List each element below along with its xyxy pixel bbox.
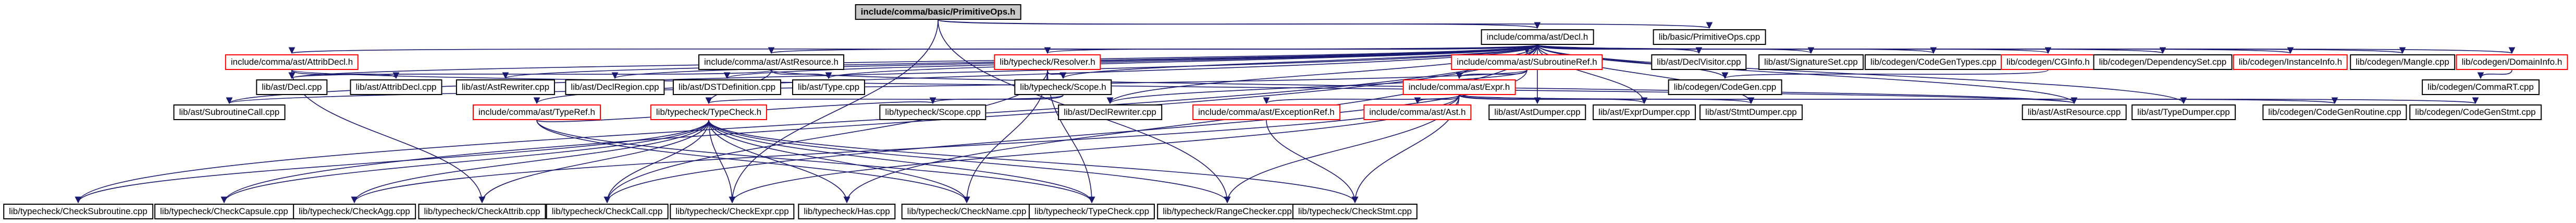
graph-node-subroutinecall_cpp[interactable]: lib/ast/SubroutineCall.cpp — [173, 104, 286, 120]
graph-edge-resolver_h--scope_h — [1047, 69, 1067, 79]
graph-node-primops_cpp[interactable]: lib/basic/PrimitiveOps.cpp — [1653, 29, 1766, 45]
graph-edge-decl_h--dstdefinition_cpp — [724, 44, 1538, 79]
graph-node-astresource_cpp[interactable]: lib/ast/AstResource.cpp — [2022, 104, 2127, 120]
graph-edge-decl_h--type_cpp — [825, 44, 1538, 79]
graph-edge-decl_h--domaininfo_h — [1537, 44, 2515, 54]
graph-edge-typecheck_h--checkcall_cpp — [603, 120, 709, 204]
graph-node-checkattrib_cpp[interactable]: lib/typecheck/CheckAttrib.cpp — [418, 204, 546, 219]
graph-edge-decl_h--exprdumper_cpp — [1537, 44, 1648, 104]
graph-edge-expr_h--codegenstmt_cpp — [1459, 95, 2479, 104]
graph-edge-scope_h--typecheck_h — [706, 95, 1064, 104]
graph-node-astresource_h[interactable]: include/comma/ast/AstResource.h — [698, 54, 844, 70]
graph-node-scope_h[interactable]: lib/typecheck/Scope.h — [1014, 79, 1112, 95]
graph-edge-exceptionref_h--checkstmt_cpp — [1266, 120, 1359, 204]
graph-edge-subroutineref_h--subroutinecall_cpp — [226, 69, 1527, 104]
graph-edge-typecheck_h--checkattrib_cpp — [478, 120, 709, 204]
graph-node-type_cpp[interactable]: lib/ast/Type.cpp — [792, 79, 866, 95]
graph-edge-expr_h--ast_h — [1414, 95, 1460, 104]
graph-node-declvisitor_cpp[interactable]: lib/ast/DeclVisitor.cpp — [1651, 54, 1747, 70]
graph-node-dependencyset_cpp[interactable]: lib/codegen/DependencySet.cpp — [2093, 54, 2233, 70]
graph-node-checkname_cpp[interactable]: lib/typecheck/CheckName.cpp — [901, 204, 1032, 219]
graph-node-checkcapsule_cpp[interactable]: lib/typecheck/CheckCapsule.cpp — [154, 204, 294, 219]
graph-edge-decl_h--checksubroutine_cpp — [75, 44, 1538, 204]
graph-edge-domaininfo_h--commart_cpp — [2477, 69, 2512, 79]
graph-node-instanceinfo_h[interactable]: lib/codegen/InstanceInfo.h — [2233, 54, 2348, 70]
graph-edge-primops_h--checkexpr_cpp — [729, 19, 939, 204]
graph-node-primops_h[interactable]: include/comma/basic/PrimitiveOps.h — [855, 4, 1021, 20]
graph-edge-subroutineref_h--declrewriter_cpp — [1106, 69, 1527, 104]
graph-node-ast_h[interactable]: include/comma/ast/Ast.h — [1363, 104, 1472, 120]
graph-node-astdumper_cpp[interactable]: lib/ast/AstDumper.cpp — [1488, 104, 1586, 120]
graph-node-decl_cpp[interactable]: lib/ast/Decl.cpp — [256, 79, 328, 95]
graph-node-mangle_cpp[interactable]: lib/codegen/Mangle.cpp — [2350, 54, 2455, 70]
graph-edge-typecheck_h--has_cpp — [708, 120, 851, 204]
graph-edge-typecheck_h--typecheck_cpp — [708, 120, 1095, 204]
graph-node-typecheck_cpp[interactable]: lib/typecheck/TypeCheck.cpp — [1028, 204, 1155, 219]
graph-edge-decl_h--has_cpp — [843, 44, 1538, 204]
graph-edge-typecheck_h--checkagg_cpp — [351, 120, 709, 204]
graph-node-codegenroutine_cpp[interactable]: lib/codegen/CodeGenRoutine.cpp — [2262, 104, 2407, 120]
graph-node-declregion_cpp[interactable]: lib/ast/DeclRegion.cpp — [565, 79, 665, 95]
graph-node-typedumper_cpp[interactable]: lib/ast/TypeDumper.cpp — [2131, 104, 2236, 120]
graph-edge-expr_h--exceptionref_h — [1263, 95, 1460, 104]
graph-edge-decl_h--decl_cpp — [289, 44, 1538, 79]
graph-edge-cginfo_h--codegen_cpp — [1722, 69, 2049, 79]
graph-node-codegenstmt_cpp[interactable]: lib/codegen/CodeGenStmt.cpp — [2409, 104, 2542, 120]
graph-node-domaininfo_h[interactable]: lib/codegen/DomainInfo.h — [2456, 54, 2568, 70]
graph-node-checkcall_cpp[interactable]: lib/typecheck/CheckCall.cpp — [546, 204, 669, 219]
graph-edge-primops_h--primops_cpp — [938, 19, 1712, 29]
graph-edge-typecheck_h--checkcapsule_cpp — [220, 120, 709, 204]
graph-node-expr_h[interactable]: include/comma/ast/Expr.h — [1402, 79, 1516, 95]
graph-edge-astresource_h--type_cpp — [771, 69, 832, 79]
graph-edge-typecheck_h--checkexpr_cpp — [708, 120, 736, 204]
graph-node-checkstmt_cpp[interactable]: lib/typecheck/CheckStmt.cpp — [1292, 204, 1418, 219]
graph-edge-typecheck_h--checksubroutine_cpp — [75, 120, 709, 204]
graph-node-astrewriter_cpp[interactable]: lib/ast/AstRewriter.cpp — [455, 79, 556, 95]
graph-node-subroutineref_h[interactable]: include/comma/ast/SubroutineRef.h — [1451, 54, 1603, 70]
graph-node-typeref_h[interactable]: include/comma/ast/TypeRef.h — [473, 104, 601, 120]
graph-edge-typeref_h--checkname_cpp — [536, 120, 970, 204]
graph-node-exprdumper_cpp[interactable]: lib/ast/ExprDumper.cpp — [1593, 104, 1696, 120]
graph-node-checkagg_cpp[interactable]: lib/typecheck/CheckAgg.cpp — [293, 204, 416, 219]
graph-node-signatureset_cpp[interactable]: lib/ast/SignatureSet.cpp — [1758, 54, 1864, 70]
graph-node-codegen_cpp[interactable]: lib/codegen/CodeGen.cpp — [1668, 79, 1782, 95]
graph-node-typecheck_h[interactable]: lib/typecheck/TypeCheck.h — [650, 104, 768, 120]
graph-node-exceptionref_h[interactable]: include/comma/ast/ExceptionRef.h — [1192, 104, 1340, 120]
graph-node-resolver_h[interactable]: lib/typecheck/Resolver.h — [994, 54, 1101, 70]
graph-node-stmtdumper_cpp[interactable]: lib/ast/StmtDumper.cpp — [1699, 104, 1803, 120]
graph-edge-typeref_h--typecheck_cpp — [536, 120, 1095, 204]
graph-node-rangechecker_cpp[interactable]: lib/typecheck/RangeChecker.cpp — [1157, 204, 1298, 219]
graph-edge-attribdecl_h--astresource_cpp — [291, 69, 2077, 104]
graph-node-checksubroutine_cpp[interactable]: lib/typecheck/CheckSubroutine.cpp — [3, 204, 153, 219]
graph-edge-decl_h--resolver_h — [1044, 44, 1538, 54]
graph-node-declrewriter_cpp[interactable]: lib/ast/DeclRewriter.cpp — [1058, 104, 1162, 120]
graph-node-decl_h[interactable]: include/comma/ast/Decl.h — [1481, 29, 1594, 45]
graph-edge-typecheck_h--rangechecker_cpp — [708, 120, 1231, 204]
graph-node-attribdecl_h[interactable]: include/comma/ast/AttribDecl.h — [225, 54, 359, 70]
graph-edge-typecheck_h--checkstmt_cpp — [708, 120, 1359, 204]
graph-edge-typecheck_h--checkname_cpp — [708, 120, 970, 204]
graph-node-scope_cpp[interactable]: lib/typecheck/Scope.cpp — [879, 104, 987, 120]
graph-edge-decl_h--checkcapsule_cpp — [220, 44, 1538, 204]
graph-edge-astresource_h--decl_cpp — [289, 69, 772, 79]
graph-node-has_cpp[interactable]: lib/typecheck/Has.cpp — [798, 204, 896, 219]
graph-node-cginfo_h[interactable]: lib/codegen/CGInfo.h — [2001, 54, 2096, 70]
graph-node-commart_cpp[interactable]: lib/codegen/CommaRT.cpp — [2422, 79, 2540, 95]
graph-node-codegentypes_cpp[interactable]: lib/codegen/CodeGenTypes.cpp — [1865, 54, 2002, 70]
graph-node-dstdefinition_cpp[interactable]: lib/ast/DSTDefinition.cpp — [672, 79, 782, 95]
graph-node-checkexpr_cpp[interactable]: lib/typecheck/CheckExpr.cpp — [670, 204, 795, 219]
graph-node-attribdecl_cpp[interactable]: lib/ast/AttribDecl.cpp — [350, 79, 442, 95]
